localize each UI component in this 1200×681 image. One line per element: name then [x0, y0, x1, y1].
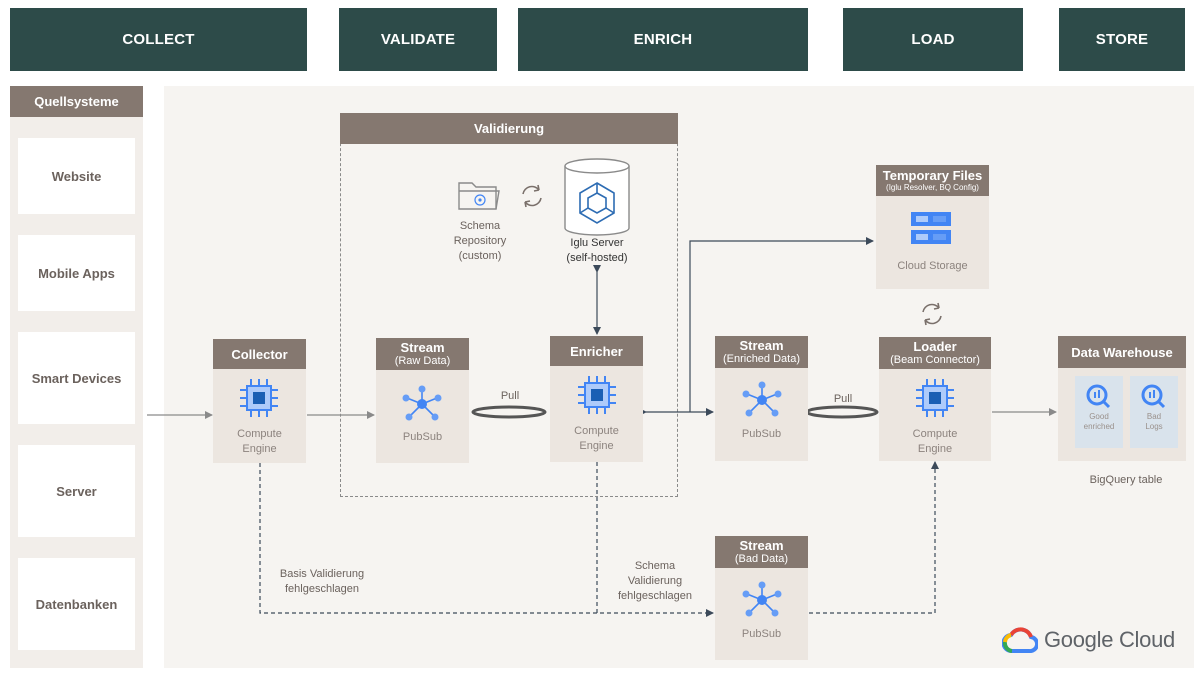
- validation-title: Validierung: [340, 113, 678, 144]
- pubsub-icon: [740, 380, 784, 420]
- iglu-server-label: Iglu Server (self-hosted): [566, 237, 628, 264]
- collector-label: Compute Engine: [237, 428, 282, 455]
- pubsub-icon: [740, 580, 784, 620]
- stream-bad-title: Stream (Bad Data): [715, 536, 808, 568]
- sync-icon-loader: [922, 302, 942, 326]
- source-server: Server: [18, 445, 135, 537]
- source-smart-devices: Smart Devices: [18, 332, 135, 424]
- iglu-server-icon: [563, 156, 631, 236]
- pull-loop-1: [471, 405, 547, 419]
- bigquery-icon: [1086, 384, 1111, 409]
- warehouse-title: Data Warehouse: [1058, 336, 1186, 368]
- source-website: Website: [18, 138, 135, 214]
- temp-files-title: Temporary Files (Iglu Resolver, BQ Confi…: [876, 165, 989, 196]
- source-datenbanken: Datenbanken: [18, 558, 135, 650]
- source-mobile-apps: Mobile Apps: [18, 235, 135, 311]
- enricher-label: Compute Engine: [574, 425, 619, 452]
- collector-title: Collector: [213, 339, 306, 369]
- stream-enriched-label: PubSub: [741, 428, 782, 440]
- compute-engine-icon: [914, 377, 956, 419]
- sync-icon-schema: [522, 184, 542, 208]
- source-systems-title: Quellsysteme: [10, 86, 143, 117]
- phase-store: STORE: [1059, 8, 1185, 71]
- google-cloud-logo: Google Cloud: [1002, 624, 1192, 656]
- phase-collect: COLLECT: [10, 8, 307, 71]
- diagram-canvas: [164, 86, 1194, 668]
- edge-bad-loader: [809, 461, 939, 614]
- schema-repository-label: Schema Repository (custom): [453, 220, 507, 262]
- stream-enriched-title: Stream (Enriched Data): [715, 336, 808, 368]
- bq-table-bad: Bad Logs: [1130, 376, 1178, 448]
- enricher-title: Enricher: [550, 336, 643, 366]
- stream-raw-label: PubSub: [402, 431, 443, 443]
- cloud-storage-icon: [911, 211, 951, 245]
- pull-label-1: Pull: [500, 390, 520, 402]
- phase-validate: VALIDATE: [339, 8, 497, 71]
- compute-engine-icon: [576, 374, 618, 416]
- temp-files-label: Cloud Storage: [897, 260, 968, 272]
- basis-fail-label: Basis Validierung fehlgeschlagen: [279, 568, 365, 595]
- phase-load: LOAD: [843, 8, 1023, 71]
- loader-label: Compute Engine: [912, 428, 958, 455]
- edge-collector-bad: [259, 463, 714, 617]
- schema-repository-icon: [456, 175, 502, 215]
- loader-title: Loader (Beam Connector): [879, 337, 991, 369]
- pull-loop-2: [805, 405, 879, 419]
- pull-label-2: Pull: [833, 393, 853, 405]
- pubsub-icon: [400, 384, 444, 424]
- bigquery-icon: [1141, 384, 1166, 409]
- schema-fail-label: Schema Validierung fehlgeschlagen: [617, 560, 692, 602]
- phase-enrich: ENRICH: [518, 8, 808, 71]
- bq-table-good: Good enriched: [1075, 376, 1123, 448]
- google-cloud-text: Google Cloud: [1044, 627, 1175, 652]
- warehouse-caption: BigQuery table: [1089, 474, 1163, 486]
- stream-raw-title: Stream (Raw Data): [376, 338, 469, 370]
- google-cloud-icon: [1002, 627, 1038, 653]
- edge-enricher-temp-files: [689, 237, 874, 412]
- stream-bad-label: PubSub: [741, 628, 782, 640]
- compute-engine-icon: [238, 377, 280, 419]
